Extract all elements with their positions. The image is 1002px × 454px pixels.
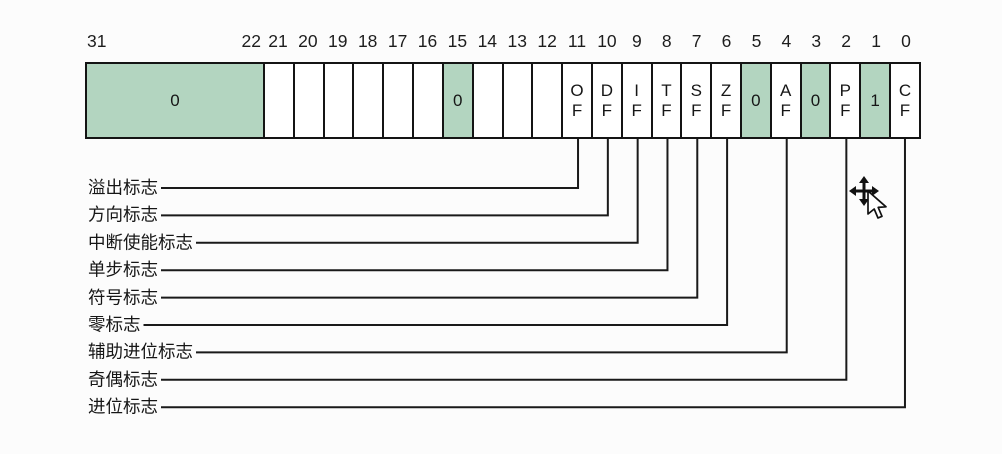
leader-line-bit-2 — [161, 139, 848, 381]
bit-number-label: 15 — [447, 30, 468, 51]
flag-label-bit-7: 符号标志 — [88, 286, 158, 307]
bit-number-2: 2 — [831, 26, 861, 50]
bit-number-1: 1 — [861, 26, 891, 50]
bit-number-11: 11 — [562, 26, 592, 50]
leader-line-bit-7 — [161, 139, 699, 299]
flag-label-bit-9: 中断使能标志 — [88, 232, 193, 253]
register-cell-bit-10: D F — [593, 64, 623, 137]
leader-line-bit-6 — [143, 139, 729, 326]
bit-number-3: 3 — [801, 26, 831, 50]
register-cell-bit-9: I F — [623, 64, 653, 137]
bit-number-8: 8 — [652, 26, 682, 50]
pointer-arrow — [867, 190, 887, 219]
bit-number-4: 4 — [771, 26, 801, 50]
bit-number-31-22: 31 22 — [85, 26, 263, 50]
move-arrowheads — [849, 176, 879, 206]
move-arrows-cross — [854, 181, 874, 201]
register-cell-bit-0: C F — [898, 81, 912, 120]
bit-number-19: 19 — [323, 26, 353, 50]
bit-number-10: 10 — [592, 26, 622, 50]
flag-label-bit-10: 方向标志 — [88, 204, 158, 225]
leader-line-bit-9 — [196, 139, 639, 244]
register-cell-bit-17 — [384, 64, 415, 137]
bit-number-label: 2 — [841, 30, 852, 51]
bit-number-16: 16 — [413, 26, 443, 50]
bit-number-label: 4 — [781, 30, 792, 51]
flag-label-bit-2: 奇偶标志 — [88, 369, 158, 390]
flag-label-bit-11: 溢出标志 — [88, 177, 158, 198]
bit-number-label: 5 — [751, 30, 762, 51]
register-cell-bit-21 — [265, 64, 295, 137]
bit-number-label: 18 — [357, 30, 378, 51]
register-cell-bit-16 — [414, 64, 444, 137]
bit-number-label: 9 — [631, 30, 642, 51]
bit-number-label: 10 — [597, 30, 617, 51]
bit-number-label: 31 — [87, 30, 107, 51]
register-cell-bit-19 — [325, 64, 355, 137]
register-cell-bit-31-22: 0 — [87, 64, 265, 137]
register-cell-bit-3: 0 — [801, 64, 832, 137]
move-cursor-icon — [849, 176, 887, 219]
bit-number-21: 21 — [263, 26, 293, 50]
register-cell-bit-7: S F — [682, 64, 713, 137]
bit-number-label: 19 — [328, 30, 348, 51]
bit-number-label: 8 — [661, 30, 672, 51]
bit-number-14: 14 — [472, 26, 502, 50]
flag-label-bit-4: 辅助进位标志 — [88, 341, 193, 362]
bit-number-7: 7 — [682, 26, 712, 50]
bit-number-label: 22 — [241, 30, 261, 51]
leader-line-bit-4 — [196, 139, 788, 354]
bit-number-label: 7 — [691, 30, 702, 51]
bit-number-label: 13 — [507, 30, 527, 51]
bit-number-label: 20 — [298, 30, 318, 51]
bit-number-13: 13 — [502, 26, 532, 50]
bit-number-6: 6 — [712, 26, 742, 50]
bit-number-label: 11 — [567, 30, 587, 51]
register-cell-bit-14 — [474, 64, 504, 137]
leader-line-bit-10 — [161, 139, 609, 217]
bit-number-label: 12 — [537, 30, 557, 51]
register-cell-bit-5: 0 — [742, 64, 772, 137]
leader-line-bit-11 — [161, 139, 580, 189]
bit-number-9: 9 — [622, 26, 652, 50]
register-cell-bit-8: T F — [653, 64, 683, 137]
flag-label-bit-0: 进位标志 — [88, 396, 158, 417]
register-cell-bit-11: O F — [563, 64, 593, 137]
register-cell-bit-2: P F — [831, 64, 862, 137]
register-cell-bit-13 — [504, 64, 534, 137]
bit-number-label: 17 — [387, 30, 408, 51]
bit-number-0: 0 — [891, 26, 921, 50]
register-cell-bit-6: Z F — [712, 64, 742, 137]
register-cell-bit-12 — [533, 64, 564, 137]
bit-number-label: 21 — [268, 30, 288, 51]
register-cell-bit-18 — [354, 64, 385, 137]
register-cell-bit-15: 0 — [443, 64, 474, 137]
bit-number-label: 3 — [811, 30, 822, 51]
register-cell-bit-20 — [295, 64, 325, 137]
bit-number-15: 15 — [442, 26, 472, 50]
bit-number-17: 17 — [383, 26, 413, 50]
bit-number-18: 18 — [353, 26, 383, 50]
bit-number-label: 16 — [417, 30, 438, 51]
bit-number-5: 5 — [742, 26, 772, 50]
bit-number-12: 12 — [532, 26, 562, 50]
bit-number-label: 1 — [871, 30, 881, 51]
bit-number-label: 6 — [721, 30, 732, 51]
bit-number-20: 20 — [293, 26, 323, 50]
flag-label-bit-8: 单步标志 — [88, 259, 158, 280]
leader-line-bit-8 — [161, 139, 669, 272]
register-cell-bit-4: A F — [772, 64, 802, 137]
bit-number-label: 0 — [901, 30, 911, 51]
register-cell-bit-1: 1 — [861, 64, 892, 137]
bit-number-label: 14 — [477, 30, 498, 51]
leader-line-bit-0 — [161, 139, 906, 409]
flag-label-bit-6: 零标志 — [88, 314, 141, 335]
